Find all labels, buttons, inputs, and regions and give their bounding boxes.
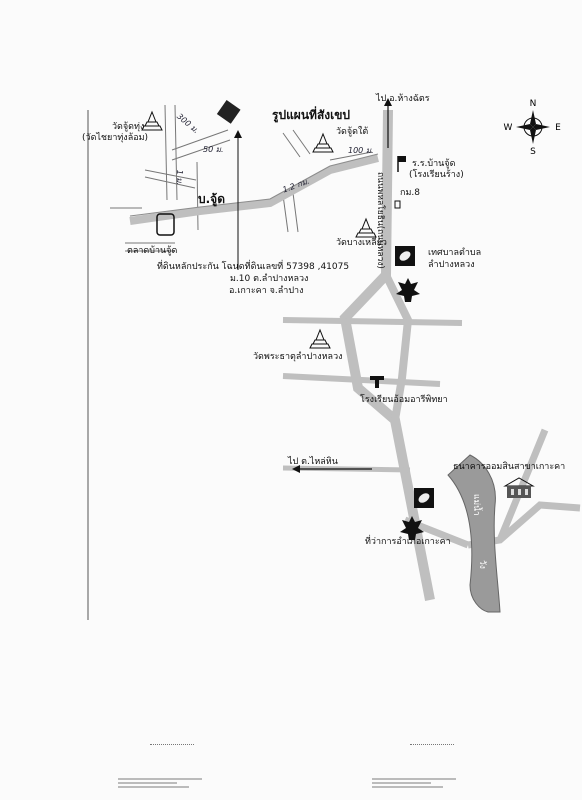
label-to-tlaihin: ไป ต.ไหล่หิน [288,457,338,467]
stamp-mark [118,776,202,796]
village-road-edge [129,153,379,217]
collateral-parcel-marker [216,100,241,124]
market-icon [156,213,175,236]
school-flag-icon [370,376,384,388]
compass-s: S [530,147,536,157]
label-wat-juthung: วัดจู้ดทุ่ง [112,122,145,132]
label-highway: ถนนพหลโยธิน(ถนนหลวง) [375,172,385,269]
label-collateral-line3: อ.เกาะคา จ.ลำปาง [229,286,304,296]
label-river-bottom: วัง [477,560,487,569]
label-gsb-kokha: ธนาคารออมสินสาขาเกาะคา [453,462,566,472]
compass-n: N [530,99,537,109]
label-collateral-line2: ม.10 ต.ลำปางหลวง [230,274,309,284]
signature-line [150,744,194,745]
cross-road-2 [282,373,441,387]
label-school-omari: โรงเรียนอ้อมอารีพิทยา [360,395,448,405]
compass-e: E [555,123,561,133]
cross-road-1 [282,317,463,326]
label-wat-judtai: วัดจู้ดใต้ [336,127,369,137]
handwritten-distance-4: 100 ม. [348,146,374,155]
handwritten-distance-2: 50 ม. [203,145,224,154]
label-collateral-line1: ที่ดินหลักประกัน โฉนดที่ดินเลขที่ 57398 … [157,262,350,272]
temple-icon [312,132,334,153]
label-school-banjud: ร.ร.บ้านจู้ด [412,159,456,169]
arrow-north-head [384,98,392,106]
minor-roads [110,104,374,252]
village-road [129,154,379,225]
label-to-hangchat: ไป อ.ห้างฉัตร [376,94,430,104]
label-market-banjud: ตลาดบ้านจู้ด [127,246,178,256]
label-wat-phrathat: วัดพระธาตุลำปางหลวง [253,352,343,362]
temple-icon [355,217,377,238]
temple-icon [141,110,163,131]
stamp-mark [372,776,456,796]
label-municipality-line1: เทศบาลตำบล [428,248,482,258]
label-school-banjud-note: (โรงเรียนร้าง) [409,170,464,180]
highway-loop [382,273,413,421]
label-municipality-line2: ลำปางหลวง [428,260,475,270]
map-title: รูปแผนที่สังเขป [272,108,351,122]
school-flag-icon [397,156,406,172]
compass-w: W [504,123,513,133]
garuda-emblem-icon [396,278,420,302]
signature-line [410,744,454,745]
arrow-west-head [292,465,300,473]
cross-road-6 [496,428,549,542]
gov-office-icon [414,488,434,508]
compass-rose: N S W E [504,99,562,157]
label-wat-bangliao: วัดบางเหลียว [336,238,387,248]
label-km8: กม.8 [400,188,420,198]
highway-road [339,109,435,601]
arrow-collateral-head [234,130,242,138]
river [447,454,501,613]
bank-building-icon [503,477,535,498]
label-district-office: ที่ว่าการอำเภอเกาะคา [365,537,451,547]
gov-office-icon [395,246,415,266]
label-wat-juthung-alt: (วัดไชยาทุ่งล้อม) [82,133,149,143]
label-village-jud: บ.จู้ด [198,192,225,206]
garuda-emblem-icon [400,516,424,540]
handwritten-distance-5: 1 ม. [175,169,185,186]
km-post-icon [394,200,401,209]
label-river-top: แม่น้ำ [471,494,481,516]
temple-icon [309,328,331,349]
